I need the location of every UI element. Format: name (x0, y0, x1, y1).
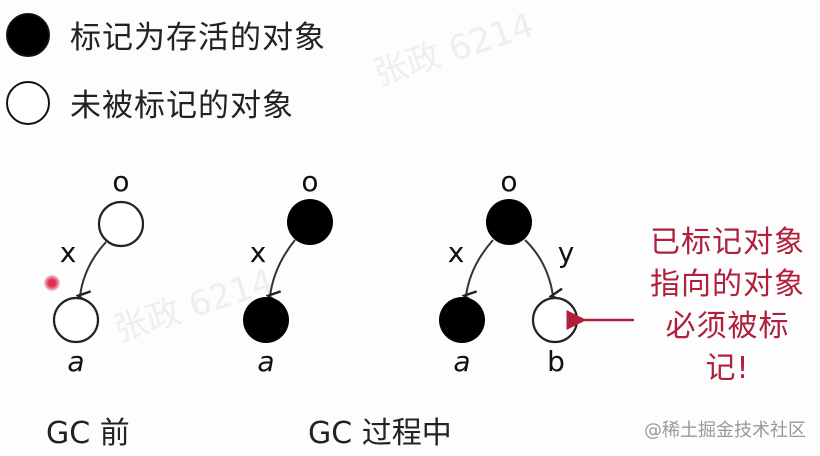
caption-during: GC 过程中 (308, 416, 452, 451)
svg-text:y: y (558, 236, 575, 269)
legend-label: 标记为存活的对象 (70, 20, 326, 56)
empty-circle-icon (6, 80, 50, 125)
node-o (287, 199, 333, 245)
svg-text:a: a (453, 345, 470, 378)
node-a (243, 297, 289, 343)
edge-y (524, 239, 553, 296)
annotation-line: 指向的对象 (650, 267, 805, 302)
legend-item-unmarked: 未被标记的对象 (6, 80, 294, 125)
annotation-note: 已标记对象 指向的对象 必须被标 记! (640, 222, 815, 390)
filled-circle-icon (6, 12, 50, 57)
edge-x (466, 239, 494, 296)
legend-item-marked: 标记为存活的对象 (6, 12, 326, 57)
annotation-line: 必须被标 (665, 309, 790, 344)
node-b (531, 296, 579, 344)
edge-x (270, 239, 296, 296)
svg-text:o: o (500, 165, 517, 198)
annotation-line: 已标记对象 (650, 225, 805, 260)
legend-label: 未被标记的对象 (70, 88, 294, 124)
node-o (486, 199, 532, 245)
svg-text:x: x (448, 236, 465, 269)
annotation-line: 记! (705, 351, 750, 386)
diagram-during-1: o x a (243, 165, 333, 378)
svg-text:b: b (547, 345, 565, 378)
node-a (439, 297, 485, 343)
cursor-indicator-icon (44, 275, 60, 291)
svg-text:o: o (301, 165, 318, 198)
node-a (52, 296, 100, 344)
node-o (97, 200, 145, 248)
svg-text:a: a (67, 345, 84, 378)
diagram-during-2: o x y a b (439, 165, 579, 378)
edge-x (80, 241, 107, 296)
svg-text:x: x (250, 236, 267, 269)
credit-watermark: @稀土掘金技术社区 (644, 420, 806, 441)
svg-text:a: a (257, 345, 274, 378)
svg-text:o: o (112, 165, 129, 198)
diagram-before: o x a (52, 165, 145, 378)
caption-before: GC 前 (46, 416, 130, 451)
svg-text:x: x (60, 236, 77, 269)
